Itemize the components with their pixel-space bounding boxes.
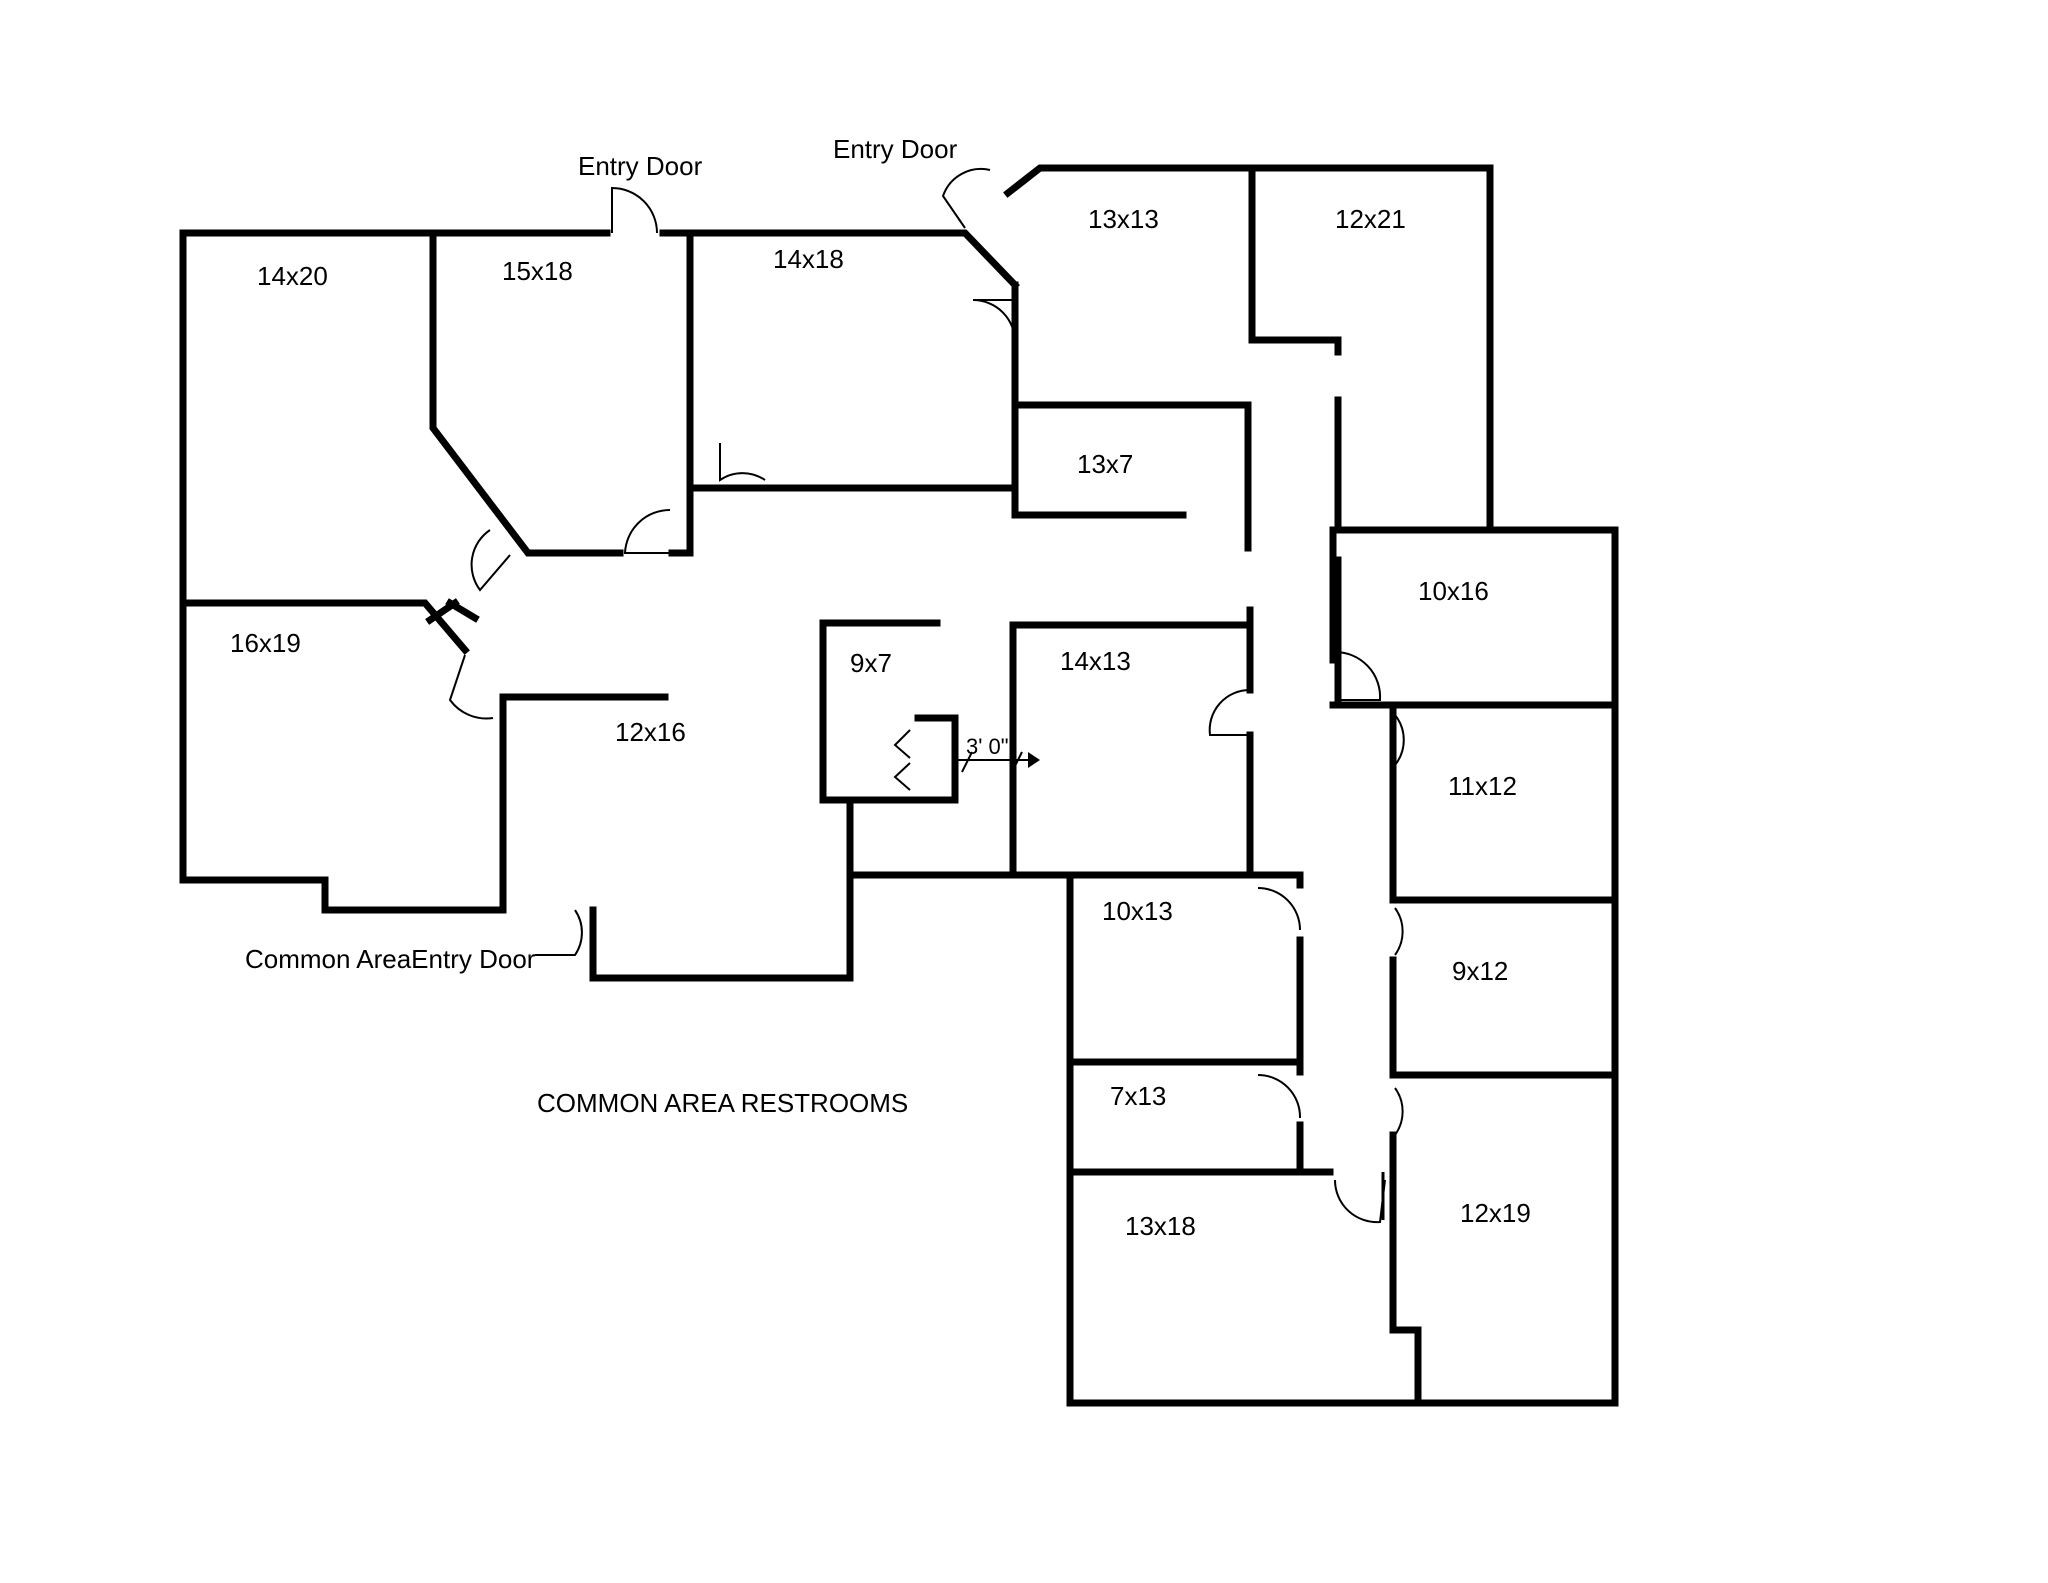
- room-label-12x19: 12x19: [1460, 1198, 1531, 1228]
- wall-11x12: [1389, 706, 1619, 1079]
- door-13x13: [972, 299, 1017, 344]
- wall-14x13: [1009, 606, 1254, 879]
- chevron-lower: [893, 762, 911, 791]
- dimension-tick-right: [1011, 751, 1023, 773]
- door-10x13: [1257, 887, 1301, 931]
- room-label-13x18: 13x18: [1125, 1211, 1196, 1241]
- restrooms-label: COMMON AREA RESTROOMS: [537, 1088, 908, 1118]
- door-16x19: [448, 654, 494, 720]
- room-label-15x18: 15x18: [502, 256, 573, 286]
- room-label-9x7: 9x7: [850, 648, 892, 678]
- wall-7x13: [1066, 1058, 1304, 1176]
- entry-door-label-right: Entry Door: [833, 134, 958, 164]
- wall-9x7: [819, 619, 959, 804]
- wall-15x18-diagonal: [429, 229, 624, 557]
- door-common-entry: [535, 909, 583, 956]
- room-label-13x13: 13x13: [1088, 204, 1159, 234]
- dimension-marker: 3' 0": [958, 734, 1040, 773]
- door-13x18: [1333, 1179, 1386, 1224]
- room-labels: 14x20 15x18 14x18 13x13 12x21 13x7 16x19…: [230, 204, 1531, 1241]
- door-entry-top-right: [941, 167, 991, 229]
- room-label-12x16: 12x16: [615, 717, 686, 747]
- wall-stub-16x19: [425, 598, 480, 625]
- chevron-upper: [893, 729, 911, 759]
- wall-13x7-box: [1011, 341, 1252, 552]
- stair-chevrons: [893, 729, 911, 791]
- room-label-13x7: 13x7: [1077, 449, 1133, 479]
- room-label-7x13: 7x13: [1110, 1081, 1166, 1111]
- dimension-label: 3' 0": [966, 734, 1009, 759]
- wall-9x12-12x19: [1389, 1131, 1422, 1407]
- doors: [448, 167, 1405, 1224]
- room-label-11x12: 11x12: [1448, 771, 1517, 801]
- door-14x13: [1208, 688, 1251, 736]
- door-15x18: [623, 508, 671, 554]
- room-label-14x20: 14x20: [257, 261, 328, 291]
- door-10x16: [1334, 650, 1382, 701]
- door-11x12: [1394, 714, 1405, 766]
- door-14x20: [470, 529, 511, 592]
- wall-10x16: [1329, 526, 1619, 709]
- room-label-10x16: 10x16: [1418, 576, 1489, 606]
- dimension-arrow: [1028, 752, 1040, 768]
- wall-14x20-bottom: [179, 599, 470, 655]
- door-14x18: [719, 443, 766, 482]
- dimension-tick-left: [961, 751, 973, 773]
- exterior-wall-top-right: [1003, 164, 1619, 1407]
- wall-15x18-14x18: [668, 229, 694, 557]
- common-entry-label: Common AreaEntry Door: [245, 944, 536, 974]
- room-label-10x13: 10x13: [1102, 896, 1173, 926]
- annotations: Entry Door Entry Door Common AreaEntry D…: [245, 134, 958, 1118]
- room-label-9x12: 9x12: [1452, 956, 1508, 986]
- door-9x12: [1394, 907, 1404, 956]
- room-label-12x21: 12x21: [1335, 204, 1406, 234]
- walls: [179, 164, 1619, 1407]
- entry-door-label-left: Entry Door: [578, 151, 703, 181]
- exterior-wall-bottom-mid: [589, 871, 1304, 982]
- room-label-14x13: 14x13: [1060, 646, 1131, 676]
- door-7x13: [1257, 1074, 1302, 1119]
- door-entry-top-left: [611, 186, 658, 234]
- room-label-14x18: 14x18: [773, 244, 844, 274]
- door-12x19: [1394, 1087, 1404, 1136]
- exterior-wall-left: [179, 229, 504, 914]
- exterior-wall-top-mid: [659, 229, 1020, 290]
- wall-10x13: [1066, 871, 1304, 1407]
- room-label-16x19: 16x19: [230, 628, 301, 658]
- wall-12x21-left: [1248, 164, 1342, 356]
